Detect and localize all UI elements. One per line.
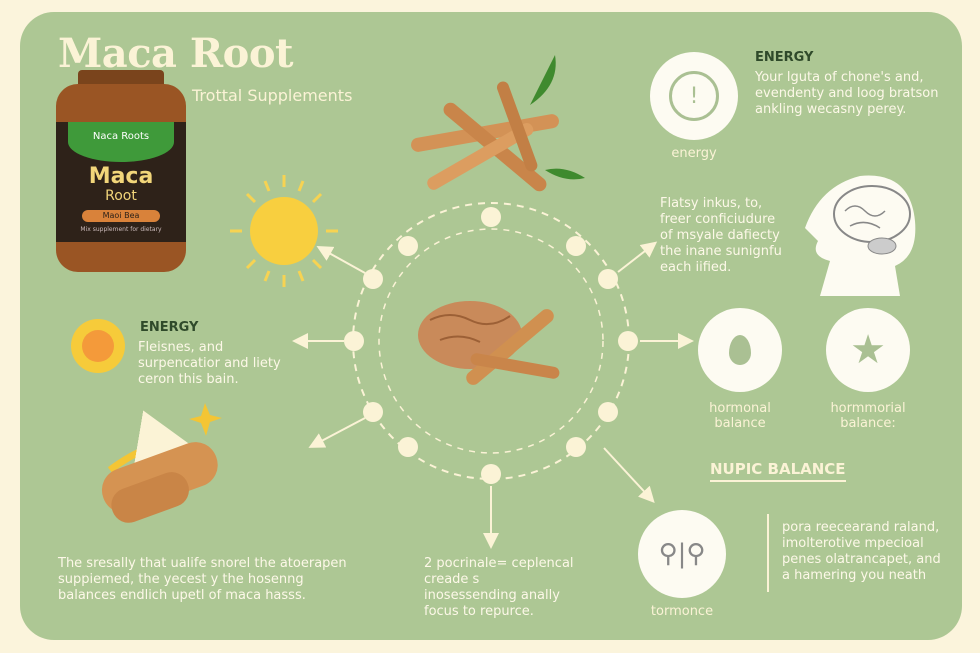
nupic-balance-heading: NUPIC BALANCE [710,460,846,482]
sun-icon-large [230,175,338,287]
cycle-node [344,331,364,351]
hormonal-caption-1: hormonal balance [709,401,771,431]
nupic-text: pora reecearand raland, imolterotive mpe… [782,520,941,583]
inner-dashed-ring [378,228,604,454]
arrows [292,241,694,549]
people-icon-caption: tormonce [650,604,714,619]
brain-description: Flatsy inkus, to, freer conficiudure of … [660,196,782,275]
hormonal-balance-icon-1 [698,308,782,392]
maca-root-center-illustration [418,301,560,385]
hormonal-balance-icon-2: ★ [826,308,910,392]
bottom-center-text: 2 pocrinale= ceplencal creade s inosesse… [424,556,574,619]
alert-burst-icon: ! [669,71,719,121]
cycle-node [398,236,418,256]
cycle-node [481,207,501,227]
energy-icon-circle: ! [650,52,738,140]
supplement-jar: Naca Roots Maca Root Maoi Bea Mix supple… [56,70,186,272]
cycle-node [566,236,586,256]
maca-sticks-illustration [411,55,585,192]
arrow [603,447,655,503]
jar-brand: Naca Roots [68,122,174,162]
cycle-node [566,437,586,457]
jar-name: Maca [88,164,154,189]
sun-icon-small [71,319,125,373]
people-icon-circle: ⚲|⚲ [638,510,726,598]
arrow [308,417,366,448]
energy-top-heading: ENERGY [755,50,814,65]
droplets-icon [729,335,751,365]
cycle-nodes [344,207,638,484]
hormonal-caption-2: hormmorial balance: [830,401,906,431]
cycle-node [363,269,383,289]
energy-icon-caption: energy [671,146,717,161]
maca-root-bottom-illustration [101,403,222,523]
energy-top-text: Your lguta of chone's and, evendenty and… [755,70,939,117]
bottom-left-text: The sresally that ualife snorel the atoe… [58,556,347,603]
divider [767,514,769,592]
cycle-node [598,269,618,289]
arrow [617,241,658,273]
cycle-node [618,331,638,351]
brain-head-icon [800,166,920,296]
cycle-node [398,437,418,457]
star-icon: ★ [850,327,886,373]
page-subtitle: Trottal Supplements [192,86,353,105]
cycle-node [363,402,383,422]
cycle-node [598,402,618,422]
page-title: Maca Root [58,30,293,77]
energy-left-text: Fleisnes, and surpencatior and liety cer… [138,340,281,387]
cycle-node [481,464,501,484]
jar-badge: Maoi Bea [82,210,160,222]
energy-left-heading: ENERGY [140,320,199,335]
jar-tagline: Mix supplement for dietary [80,226,162,233]
jar-name-root: Root [105,188,137,204]
people-icon: ⚲|⚲ [658,539,706,569]
arrow [316,246,366,274]
